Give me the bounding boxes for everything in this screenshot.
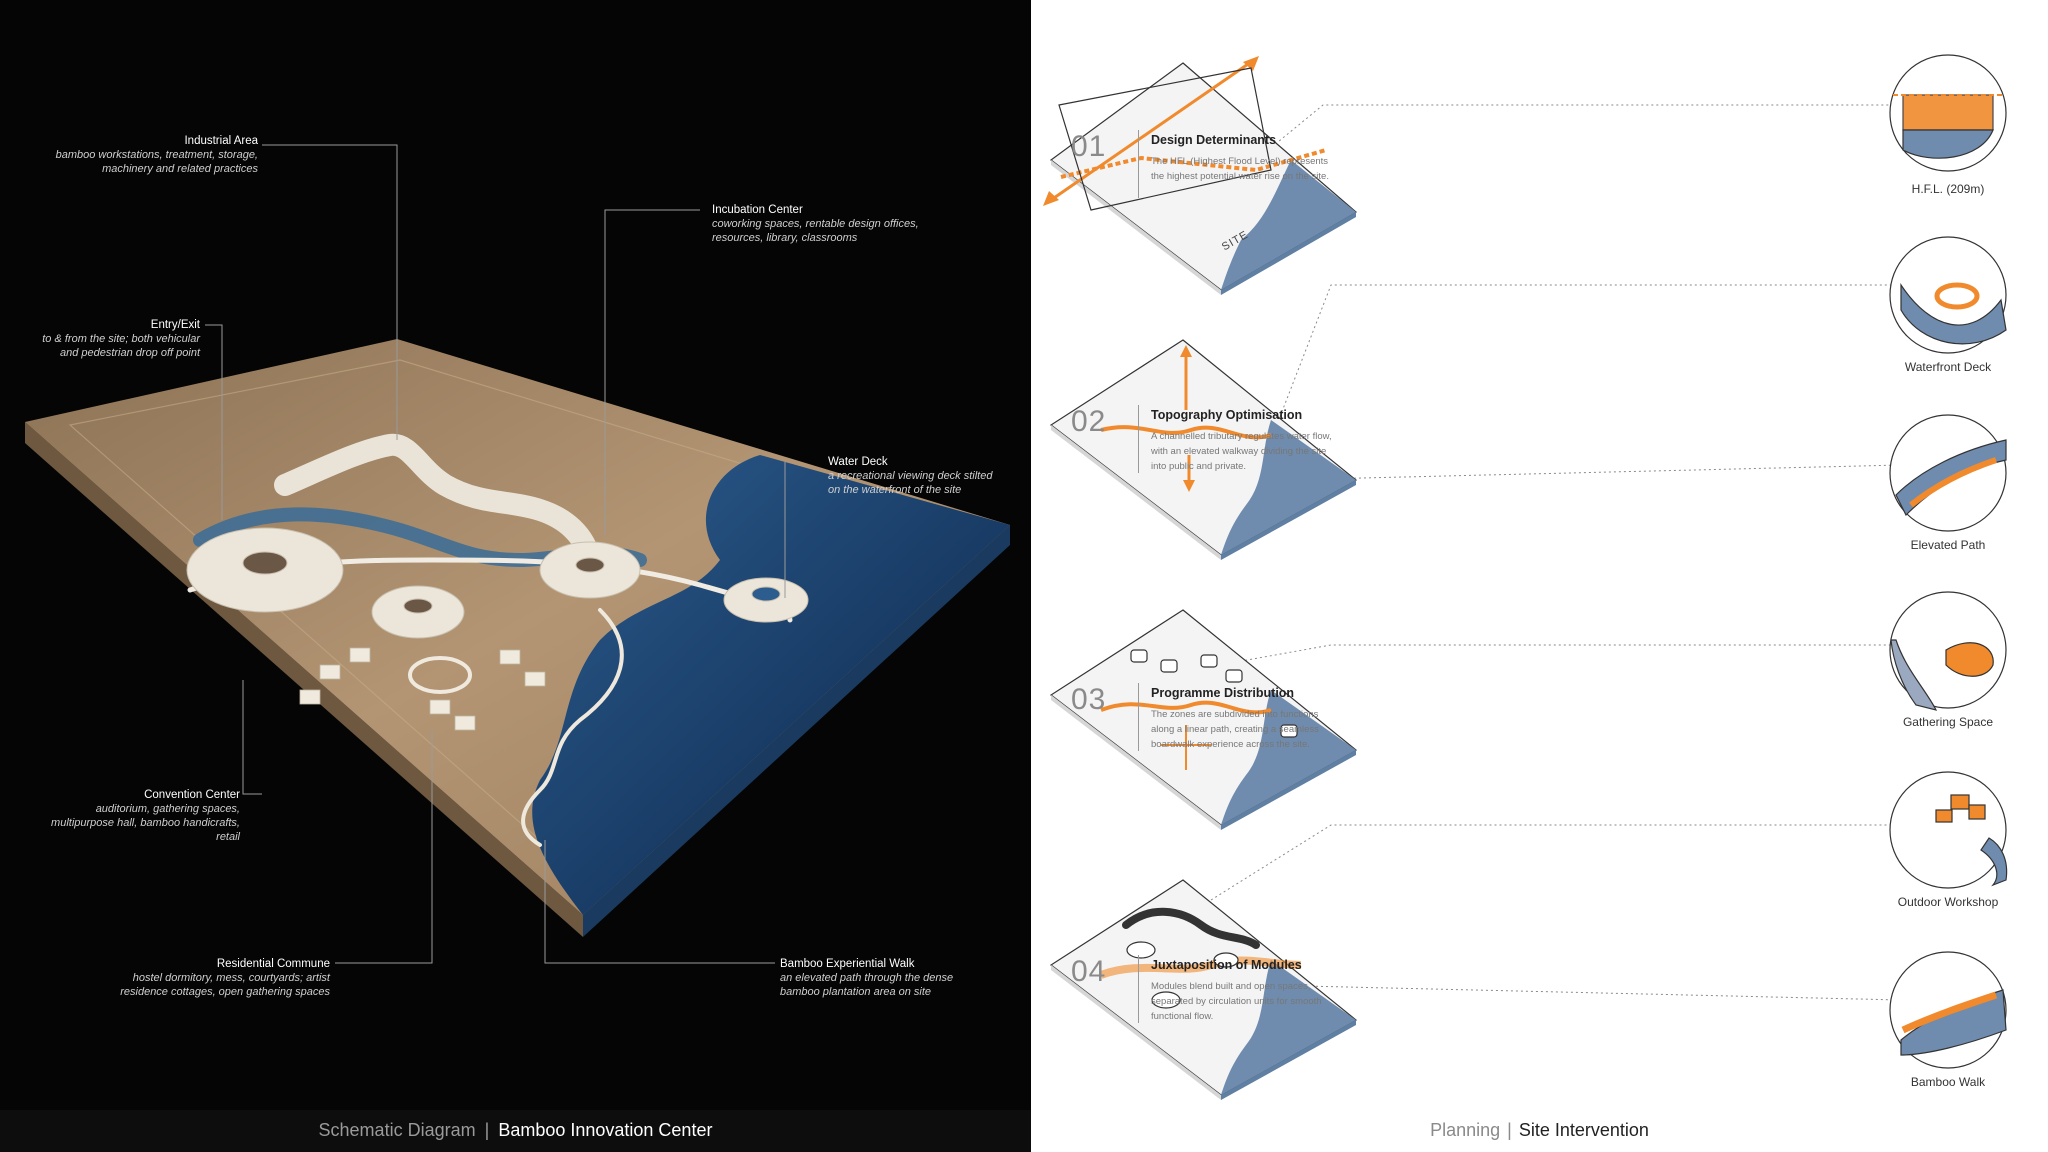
circle-label-waterfront-deck: Waterfront Deck: [1904, 360, 1992, 374]
intervention-diagrams: [1043, 54, 2008, 1100]
callout-water-deck: Water Deck a recreational viewing deck s…: [828, 456, 993, 496]
plate-03: [1049, 609, 1358, 830]
right-caption: Planning | Site Intervention: [1430, 1120, 1649, 1140]
circle-label-gathering-space: Gathering Space: [1902, 715, 1994, 729]
circle-waterfront-deck: [1889, 236, 2007, 354]
bamboo-walk-path: [521, 608, 624, 847]
circle-outdoor-workshop: [1889, 771, 2008, 889]
schematic-diagram-panel: Industrial Area bamboo workstations, tre…: [0, 0, 1031, 1152]
plate-04: [1049, 879, 1358, 1100]
water-body: [532, 455, 1010, 915]
circle-elevated-path: [1889, 414, 2007, 532]
step-divider: [1138, 405, 1139, 473]
ring-buildings: [186, 527, 809, 639]
circle-label-outdoor-workshop: Outdoor Workshop: [1897, 895, 1999, 909]
plate-02: [1049, 339, 1358, 560]
circle-hfl: [1889, 54, 2007, 172]
site-intervention-panel: SITE 01 Design Determinants The HFL (Hig…: [1031, 0, 2048, 1152]
circle-label-bamboo-walk: Bamboo Walk: [1910, 1075, 1986, 1089]
step-description: The zones are subdivided into functions …: [1151, 709, 1319, 750]
callout-bamboo-walk: Bamboo Experiential Walk an elevated pat…: [780, 958, 954, 998]
leader-lines: [205, 144, 786, 964]
industrial-building: [274, 433, 601, 571]
callout-entry-exit: Entry/Exit to & from the site; both vehi…: [42, 319, 200, 359]
step-number: 03: [1071, 683, 1107, 716]
right-caption-bar: Planning | Site Intervention: [1031, 1110, 2048, 1152]
step-description: A channelled tributary regulates water f…: [1151, 431, 1332, 472]
residential-cottages: [299, 647, 546, 731]
left-caption: Schematic Diagram | Bamboo Innovation Ce…: [318, 1120, 713, 1140]
step-number: 04: [1071, 955, 1107, 988]
step-title: Programme Distribution: [1151, 686, 1295, 700]
callout-convention-center: Convention Center auditorium, gathering …: [51, 789, 240, 843]
circle-label-elevated-path: Elevated Path: [1910, 538, 1986, 552]
step-divider: [1138, 683, 1139, 751]
step-description: The HFL (Highest Flood Level) represents…: [1151, 156, 1329, 182]
step-description: Modules blend built and open spaces, sep…: [1151, 981, 1322, 1022]
circle-gathering-space: [1889, 591, 2007, 711]
step-divider: [1138, 955, 1139, 1023]
connector-lines: [1190, 104, 1902, 1001]
circle-bamboo-walk: [1889, 951, 2007, 1069]
step-number: 02: [1071, 405, 1107, 438]
circle-label-hfl: H.F.L. (209m): [1911, 182, 1985, 196]
detail-circles: [1889, 54, 2008, 1069]
step-title: Design Determinants: [1151, 133, 1277, 147]
step-divider: [1138, 130, 1139, 198]
site-model-illustration: [25, 144, 1010, 964]
model-side-right: [583, 525, 1010, 937]
callout-industrial-area: Industrial Area bamboo workstations, tre…: [55, 135, 258, 175]
step-title: Juxtaposition of Modules: [1151, 958, 1302, 972]
commune-hub: [408, 656, 472, 694]
callout-incubation-center: Incubation Center coworking spaces, rent…: [712, 204, 919, 244]
step-title: Topography Optimisation: [1151, 408, 1303, 422]
step-number: 01: [1071, 130, 1107, 163]
model-side-left: [25, 422, 583, 937]
left-caption-bar: Schematic Diagram | Bamboo Innovation Ce…: [0, 1110, 1031, 1152]
callout-residential-commune: Residential Commune hostel dormitory, me…: [120, 958, 330, 998]
plate-01: [1043, 56, 1358, 295]
